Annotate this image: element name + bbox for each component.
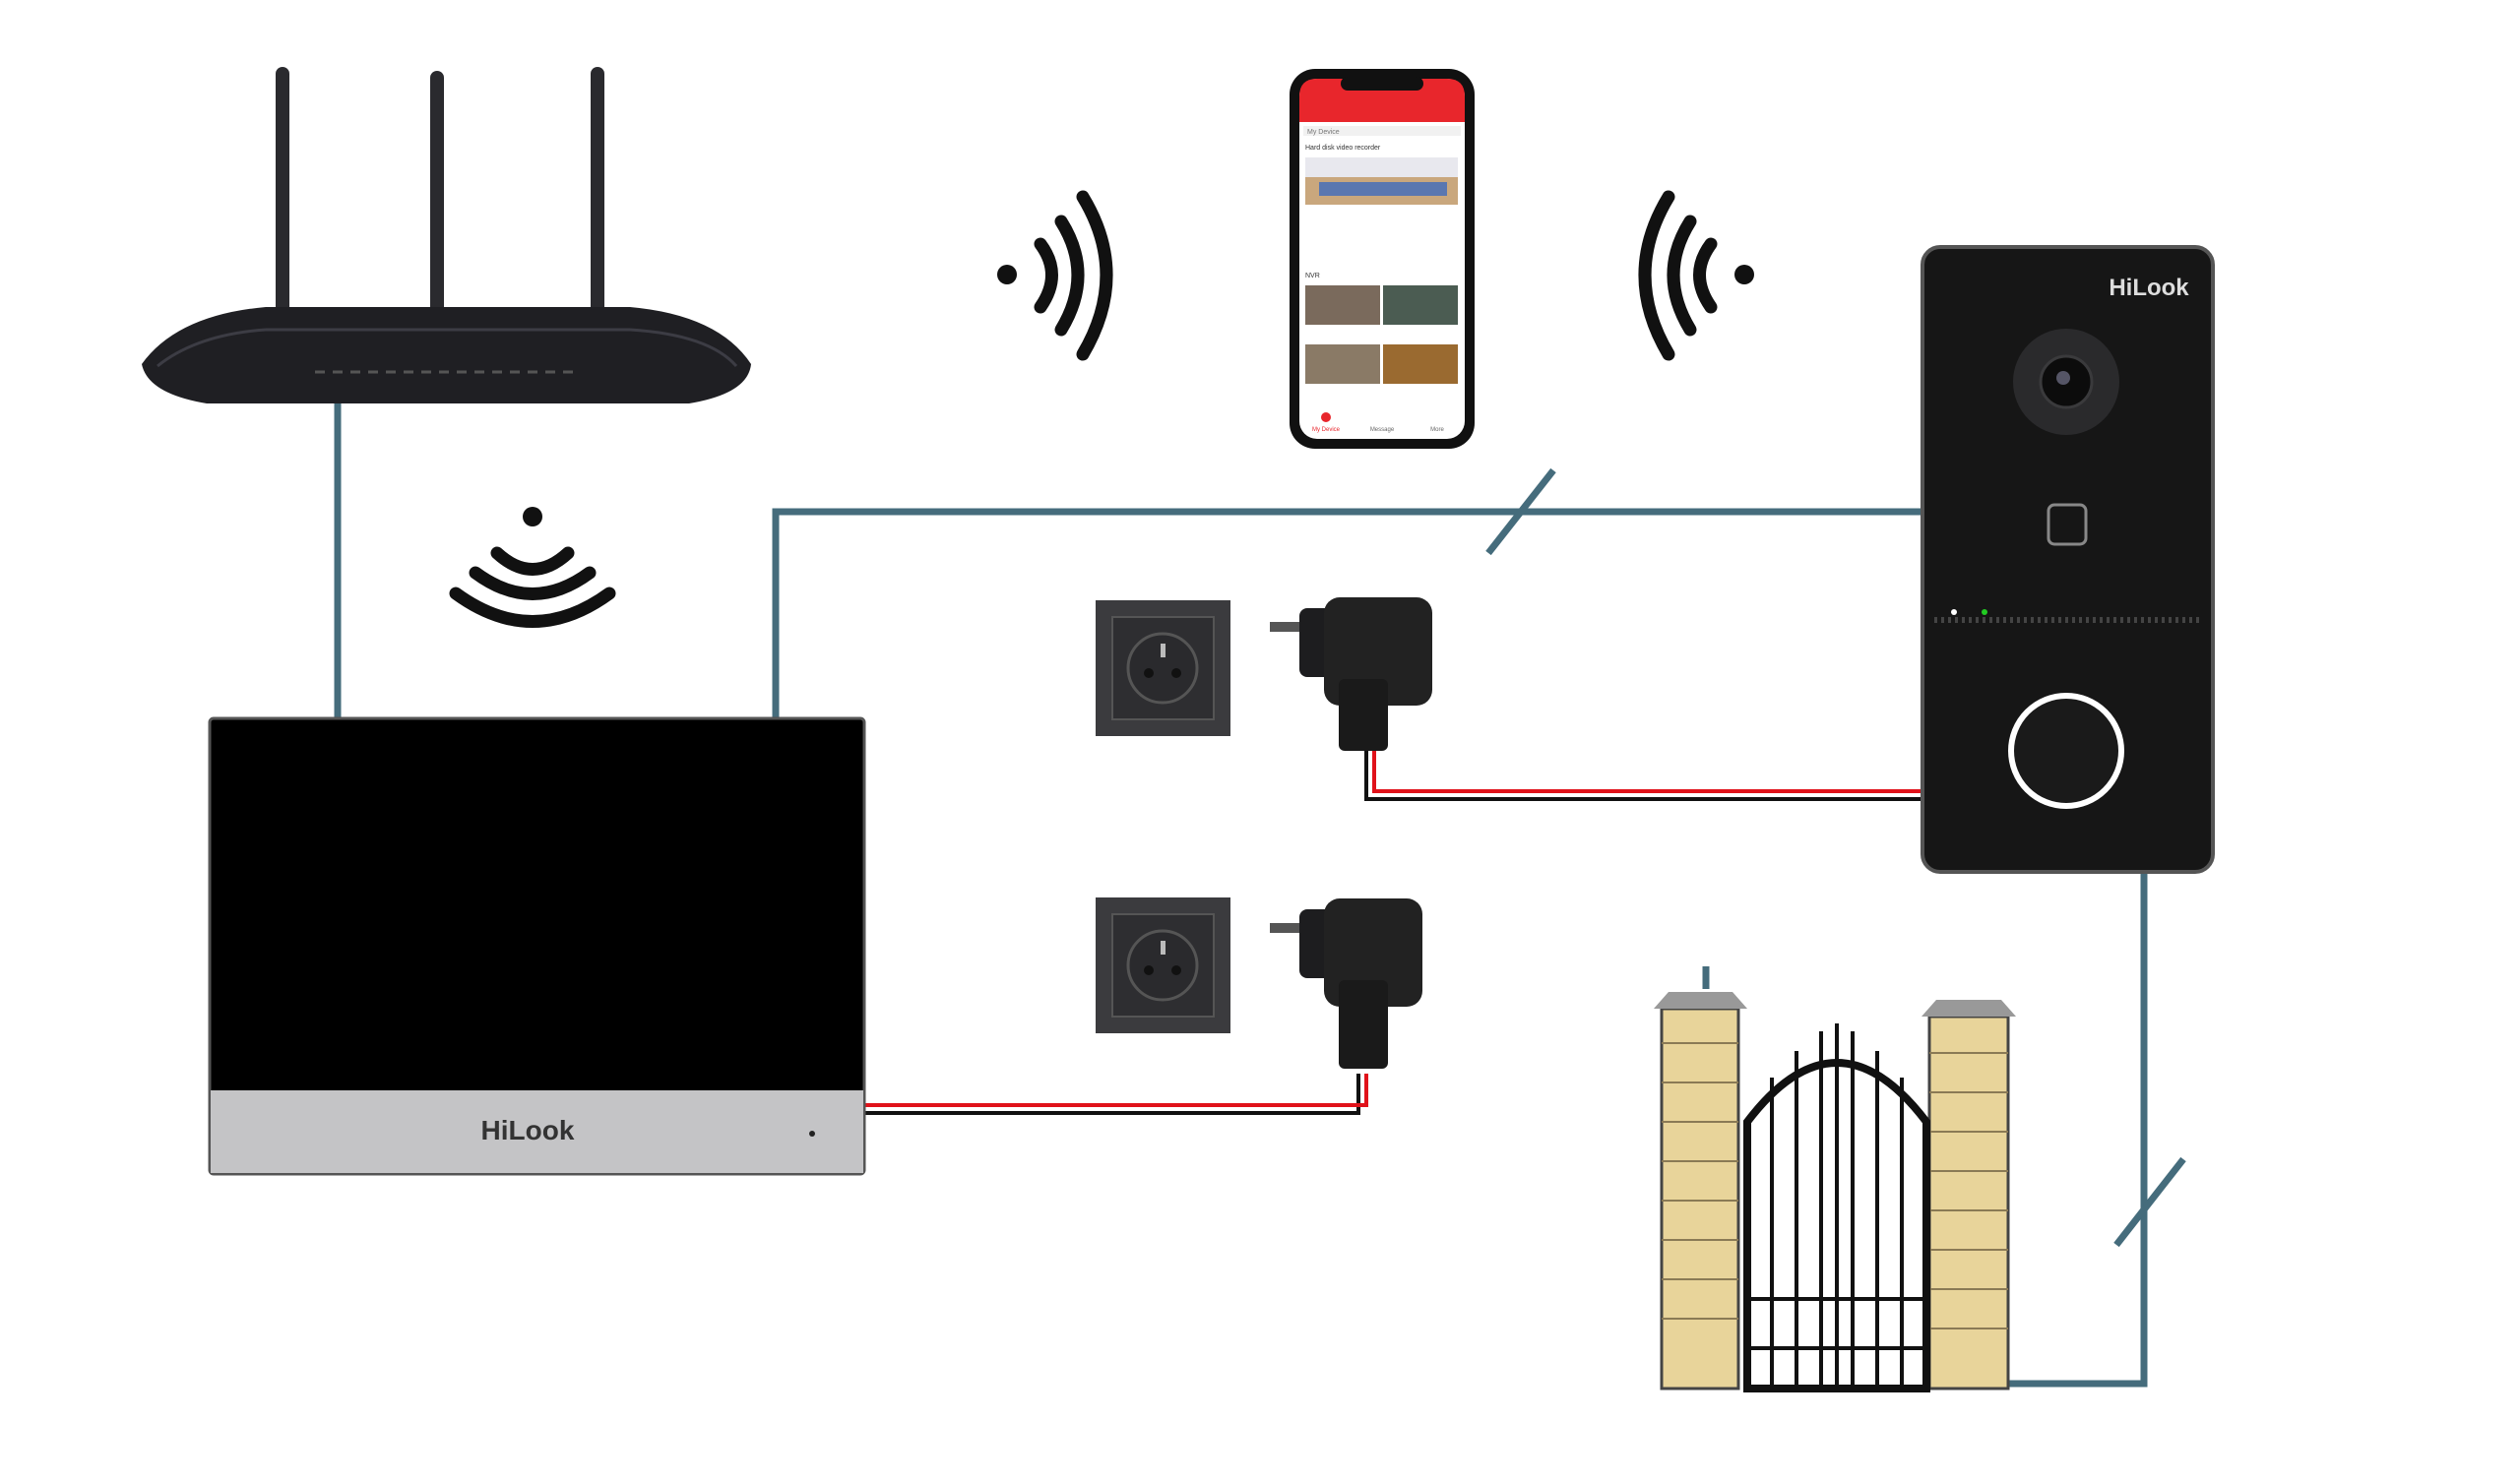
phone-device-2: NVR [1305,273,1320,279]
phone-tab-more[interactable]: More [1430,427,1444,433]
video-doorbell: HiLook [1921,245,2215,874]
network-cables [334,403,2186,1388]
wall-socket [1096,600,1230,736]
phone-tab-my-device[interactable]: My Device [1312,427,1341,433]
phone-device-1: Hard disk video recorder [1305,145,1381,152]
card-reader-icon [2047,503,2088,546]
phone-camera-thumbnail[interactable] [1305,285,1380,325]
doorbell-brand-logo: HiLook [2109,275,2189,301]
doorbell-power-cable-red [1372,751,1924,793]
cable-slash-mark [2113,1156,2186,1248]
doorbell-to-gate-cable [2008,872,2148,1388]
monitor-power-cable-red [864,1074,1368,1107]
power-cables [864,751,1924,1115]
indoor-monitor: HiLook [208,716,866,1176]
call-button[interactable] [2008,693,2124,809]
doorbell-power-cable-black [1364,751,1924,801]
gate-with-pillars [1654,992,2016,1392]
wifi-signal-icon [997,190,1113,361]
smartphone: My Device Hard disk video recorder NVR M… [1290,69,1475,449]
wifi-router [142,67,751,403]
phone-camera-thumbnail[interactable] [1305,344,1380,384]
phone-camera-thumbnail[interactable] [1383,285,1458,325]
monitor-brand-logo: HiLook [481,1115,575,1145]
monitor-to-doorbell-cable [772,508,1924,720]
monitor-indicator-led [809,1131,815,1137]
wifi-signal-icon [449,507,616,628]
wifi-signal-icon [1638,190,1754,361]
phone-tab-message[interactable]: Message [1370,427,1395,433]
power-adapter [1270,597,1432,751]
cable-slash-mark [1485,467,1556,556]
phone-camera-thumbnail[interactable] [1383,344,1458,384]
power-adapter [1270,898,1422,1069]
phone-section-title: My Device [1307,129,1340,136]
wall-socket [1096,897,1230,1033]
monitor-power-cable-black [864,1074,1360,1115]
